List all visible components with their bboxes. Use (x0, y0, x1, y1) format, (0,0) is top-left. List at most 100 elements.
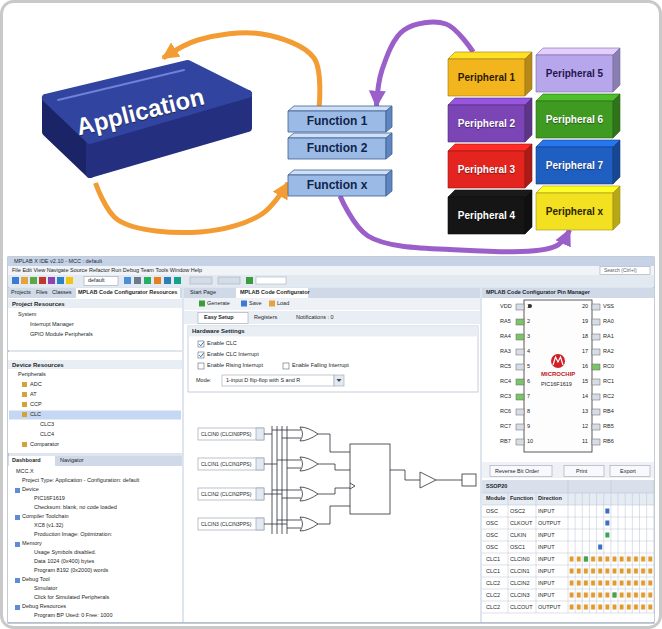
toolbar-icon (48, 277, 55, 284)
pin (516, 409, 524, 415)
tree-item: GPIO Module Peripherals (30, 332, 93, 338)
pin-name: RC6 (500, 409, 511, 415)
pin (592, 334, 600, 340)
toolbar-icon (57, 277, 64, 284)
peripheral-cube: Peripheral 2 (448, 98, 532, 142)
dashboard-item: Device (22, 487, 39, 493)
lock-icon (584, 557, 588, 562)
search-field: Search (Ctrl+I) (604, 268, 637, 273)
field-label: Mode: (196, 378, 211, 384)
dashboard-item: Program 8192 (0x2000) words (34, 568, 108, 574)
tab-label: Easy Setup (204, 315, 234, 321)
button (490, 466, 552, 477)
checkbox-label: Enable CLC (207, 341, 237, 347)
checkbox-label: Enable Falling Interrupt (292, 363, 349, 369)
pin-name: RB4 (603, 409, 614, 415)
dropdown-value: 1-input D flip-flop with S and R (226, 378, 300, 384)
chip-logo-text: MICROCHIP (541, 371, 575, 377)
output-box (462, 474, 476, 486)
tree-item: AT (30, 392, 37, 398)
bar-front (288, 111, 386, 132)
pin-number: 19 (582, 319, 588, 325)
tree-icon (22, 412, 27, 417)
pin-number: 8 (527, 409, 530, 415)
pin (516, 364, 524, 370)
tab-strip (8, 456, 182, 466)
checkbox-label: Enable Rising Interrupt (207, 363, 263, 369)
tree-icon (15, 578, 20, 583)
pin-table (482, 480, 654, 622)
button-label: Print (576, 469, 587, 475)
dashboard-item: Debug Tool (22, 577, 50, 583)
panel-tab: Dashboard (12, 458, 41, 464)
button (564, 466, 604, 477)
pin (592, 394, 600, 400)
tab-strip (184, 288, 480, 298)
cube-front (448, 59, 525, 96)
function-block: Function x (288, 170, 392, 196)
pin-number: 6 (527, 379, 530, 385)
checkbox-label: Enable CLC Interrupt (207, 352, 259, 358)
toolbar-icon (246, 277, 253, 284)
toolbar-icon (134, 277, 141, 284)
table-cell: CLCIN3 (510, 593, 530, 599)
table-cell: OUTPUT (538, 521, 561, 527)
table-header: SSOP20 (486, 484, 507, 490)
title-bar (8, 257, 654, 266)
table-cell: INPUT (538, 557, 555, 563)
flow-arrow (340, 196, 570, 252)
input-dropdown (198, 518, 264, 530)
pin (516, 304, 524, 310)
pin-name: RA2 (603, 349, 614, 355)
editor-panel (184, 288, 480, 622)
pin-name: RB5 (603, 424, 614, 430)
pin-number: 15 (582, 379, 588, 385)
table-header: Direction (538, 496, 562, 502)
table-cell: CLCIN1 (510, 569, 530, 575)
pin-number: 4 (527, 349, 530, 355)
tab-label: Notifications : 0 (296, 315, 334, 321)
dropdown-arrow (337, 379, 342, 382)
pin-name: RA4 (500, 334, 511, 340)
cube-side (613, 94, 620, 138)
node-label: Peripheral x (546, 206, 603, 217)
editor-tab: MPLAB Code Configurator (240, 290, 310, 296)
table-header: Module (486, 496, 505, 502)
dashboard-item: Debug Resources (22, 604, 66, 610)
mode-dropdown (222, 375, 334, 386)
node-label: Peripheral 4 (458, 210, 515, 221)
settings-frame (188, 326, 478, 392)
peripheral-cube: Peripheral 3 (448, 144, 532, 188)
dashboard-item: Memory (22, 541, 42, 547)
button-icon (241, 301, 247, 307)
tree-item: CCP (30, 402, 42, 408)
toolbar-icon (154, 277, 161, 284)
cube-front (448, 105, 525, 142)
table-cell: CLKOUT (510, 521, 532, 527)
cube-top (448, 52, 532, 59)
pin (516, 379, 524, 385)
input-selector: CLCIN2 (CLCIN2PPS) (201, 492, 251, 497)
panel-tab: Navigator (60, 458, 84, 464)
table-cell: CLC1 (486, 557, 500, 563)
application-block: Application (28, 58, 253, 183)
panel-heading: Device Resources (12, 362, 64, 368)
peripheral-cube: Peripheral 5 (536, 48, 620, 92)
pin-number: 20 (582, 304, 588, 310)
tree-icon (22, 402, 27, 407)
table-cell: OUTPUT (538, 605, 561, 611)
dashboard-item: Click for Simulated Peripherals (34, 595, 109, 601)
pin (592, 319, 600, 325)
pin-manager-panel (482, 288, 654, 622)
table-cell: OSC (486, 533, 498, 539)
peripheral-cube: Peripheral 1 (448, 52, 532, 96)
pin-name: RA1 (603, 334, 614, 340)
toolbar-icon (12, 277, 19, 284)
dashboard-item: XC8 (v1.32) (34, 523, 63, 529)
button-label: Reverse Bit Order (495, 469, 539, 475)
input-selector: CLCIN3 (CLCIN3PPS) (201, 522, 251, 527)
cube-front (536, 55, 613, 92)
pin (516, 424, 524, 430)
dashboard-item: Data 1024 (0x400) bytes (34, 559, 94, 565)
table-cell: CLKIN (510, 533, 526, 539)
